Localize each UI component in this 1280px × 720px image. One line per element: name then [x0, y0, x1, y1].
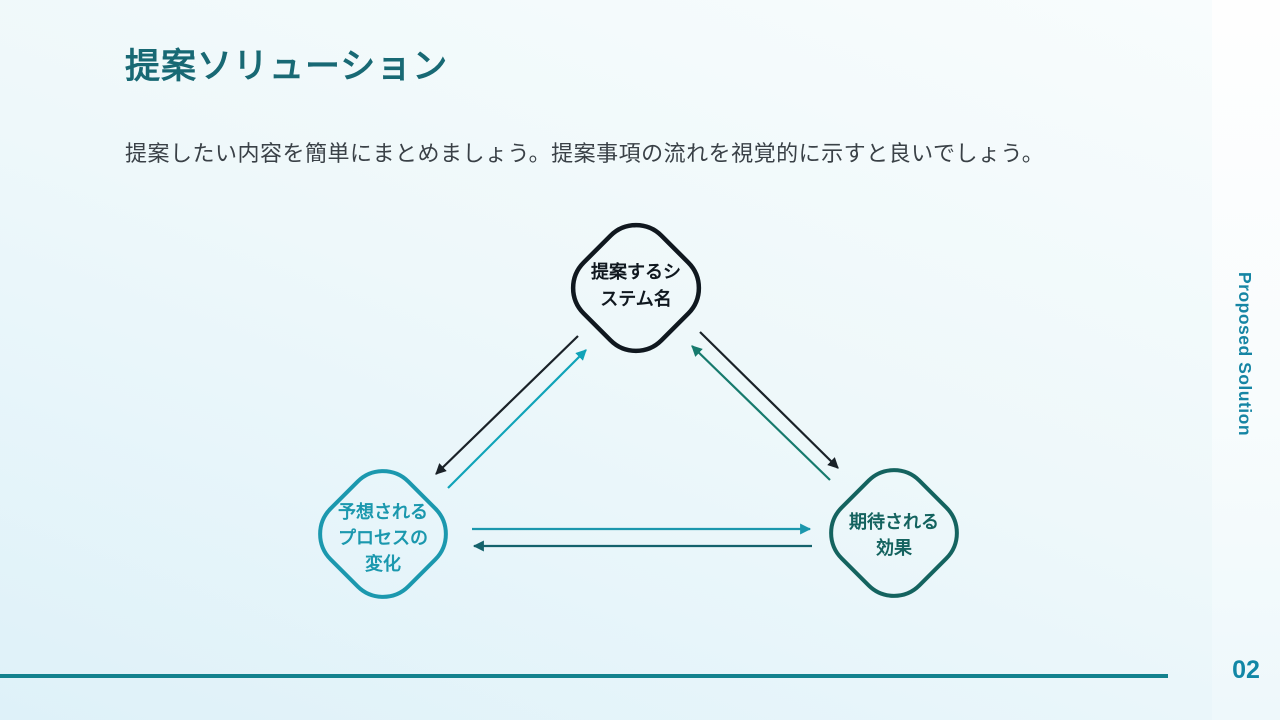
divider-line — [0, 674, 1168, 678]
node-system-label-line1: 提案するシ — [591, 261, 681, 282]
side-strip — [1212, 0, 1280, 720]
node-effect-label-line1: 期待される — [849, 511, 939, 532]
arrow-process-to-system — [447, 349, 587, 489]
slide-description: 提案したい内容を簡単にまとめましょう。提案事項の流れを視覚的に示すと良いでしょう… — [125, 141, 1045, 166]
node-process-shape — [318, 469, 448, 599]
arrow-system-to-process — [435, 335, 579, 475]
node-process: 予想される プロセスの 変化 — [318, 469, 448, 599]
side-label: Proposed Solution — [1235, 272, 1255, 437]
node-process-label-line2: プロセスの — [338, 527, 428, 548]
page-number: 02 — [1232, 656, 1260, 684]
slide-background — [0, 0, 1212, 720]
node-system: 提案するシ ステム名 — [570, 222, 702, 354]
node-effect-shape — [829, 468, 959, 598]
node-system-shape — [570, 222, 702, 354]
node-system-label-line2: ステム名 — [600, 288, 671, 309]
node-process-label-line1: 予想される — [338, 501, 428, 522]
arrow-effect-to-system — [691, 345, 831, 481]
node-process-label-line3: 変化 — [365, 553, 401, 574]
node-effect-label-line2: 効果 — [876, 537, 913, 558]
arrow-system-to-effect — [699, 331, 839, 469]
node-effect: 期待される 効果 — [829, 468, 959, 598]
slide-title: 提案ソリューション — [125, 47, 449, 86]
